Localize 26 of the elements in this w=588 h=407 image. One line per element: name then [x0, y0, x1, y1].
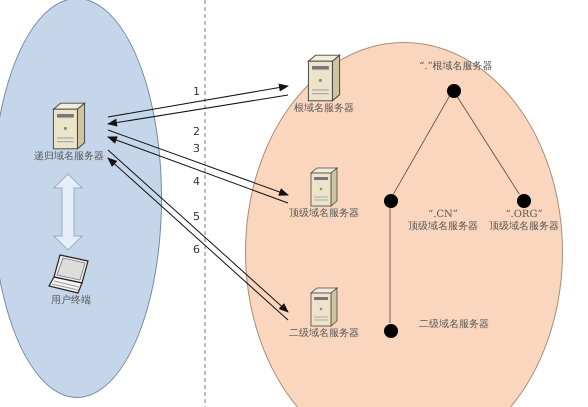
- server-label: 二级域名服务器: [289, 328, 359, 340]
- server-label: 递归域名服务器: [33, 151, 105, 163]
- dot-label: “.CN” 顶级域名服务器: [407, 209, 479, 233]
- tree-line: [456, 95, 520, 195]
- tree-dot: [447, 84, 461, 98]
- tree-dot: [384, 324, 398, 338]
- dot-label: 二级域名服务器: [418, 319, 490, 331]
- dot-label: “.”根域名服务器: [418, 61, 494, 73]
- dot-label: “.ORG” 顶级域名服务器: [488, 209, 560, 233]
- edge-label: 1: [192, 86, 201, 98]
- server-label: 顶级域名服务器: [289, 208, 359, 220]
- edge-label: 2: [192, 126, 201, 138]
- edge-label: 3: [192, 143, 201, 155]
- arrow: [108, 130, 289, 196]
- edge-label: 6: [192, 244, 201, 256]
- terminal-label: 用户终端: [50, 295, 92, 307]
- double-arrow: [52, 173, 84, 251]
- arrow: [107, 94, 288, 127]
- arrow: [107, 136, 288, 204]
- arrow: [108, 84, 289, 118]
- edge-label: 5: [192, 211, 201, 223]
- tree-dot: [384, 194, 398, 208]
- tree-dot: [517, 194, 531, 208]
- server-label: 根域名服务器: [293, 103, 355, 115]
- edge-label: 4: [192, 176, 201, 188]
- tree-line: [393, 96, 450, 194]
